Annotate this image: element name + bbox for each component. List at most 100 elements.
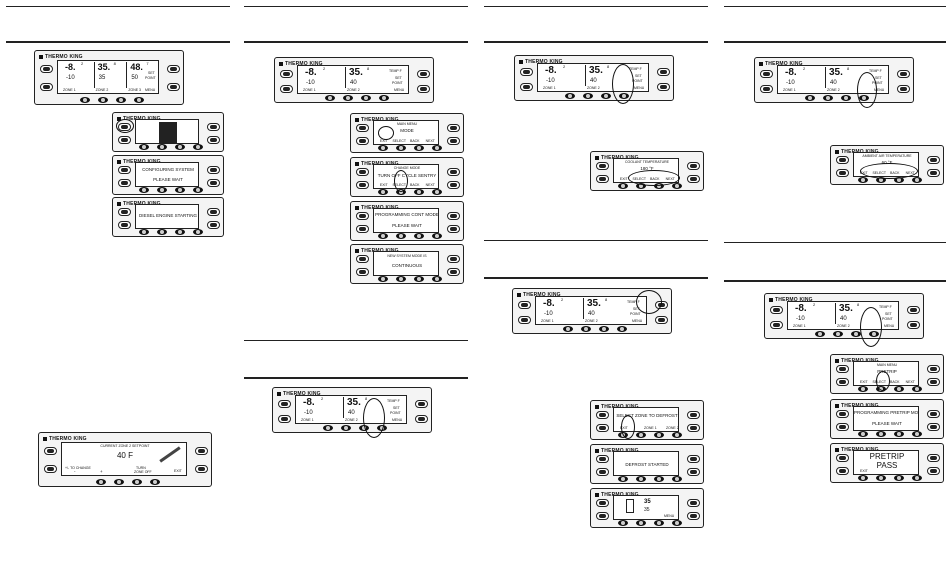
soft-key-2[interactable] [833,331,843,337]
soft-key-1[interactable] [618,520,628,526]
soft-key-1[interactable] [858,386,868,392]
soft-key-4[interactable] [912,475,922,481]
soft-key-1[interactable] [378,189,388,195]
soft-key-2[interactable] [396,145,406,151]
ignition-icon[interactable] [356,225,369,233]
ignition-icon[interactable] [280,85,293,93]
soft-key-3[interactable] [132,479,142,485]
cycle-sentry-icon[interactable] [897,85,910,93]
soft-key-4[interactable] [912,431,922,437]
soft-key-4[interactable] [617,326,627,332]
soft-key-3[interactable] [175,144,185,150]
defrost-icon[interactable] [447,212,460,220]
cycle-sentry-icon[interactable] [687,175,700,183]
soft-key-1[interactable] [139,144,149,150]
soft-key-2[interactable] [636,432,646,438]
on-off-icon[interactable] [836,454,849,462]
ignition-icon[interactable] [118,221,131,229]
ignition-icon[interactable] [836,467,849,475]
on-off-icon[interactable] [280,70,293,78]
on-off-icon[interactable] [596,411,609,419]
soft-key-1[interactable] [139,229,149,235]
on-off-icon[interactable] [356,255,369,263]
soft-key-1[interactable] [618,183,628,189]
soft-key-2[interactable] [583,93,593,99]
on-off-icon[interactable] [760,70,773,78]
soft-key-3[interactable] [414,189,424,195]
cycle-sentry-icon[interactable] [167,83,180,91]
defrost-icon[interactable] [927,410,940,418]
soft-key-2[interactable] [636,520,646,526]
defrost-icon[interactable] [207,208,220,216]
soft-key-2[interactable] [396,233,406,239]
cycle-sentry-icon[interactable] [657,83,670,91]
cycle-sentry-icon[interactable] [447,181,460,189]
soft-key-3[interactable] [894,475,904,481]
cycle-sentry-icon[interactable] [447,137,460,145]
soft-key-4[interactable] [432,233,442,239]
soft-key-4[interactable] [193,187,203,193]
on-off-icon[interactable] [520,68,533,76]
soft-key-1[interactable] [378,233,388,239]
cycle-sentry-icon[interactable] [907,321,920,329]
soft-key-2[interactable] [636,476,646,482]
defrost-icon[interactable] [687,455,700,463]
on-off-icon[interactable] [836,365,849,373]
ignition-icon[interactable] [518,316,531,324]
cycle-sentry-icon[interactable] [417,85,430,93]
soft-key-3[interactable] [116,97,126,103]
soft-key-1[interactable] [858,431,868,437]
soft-key-2[interactable] [157,187,167,193]
ignition-icon[interactable] [596,424,609,432]
ignition-icon[interactable] [596,468,609,476]
on-off-icon[interactable] [40,65,53,73]
ignition-icon[interactable] [760,85,773,93]
on-off-icon[interactable] [596,162,609,170]
defrost-icon[interactable] [195,447,208,455]
defrost-icon[interactable] [447,124,460,132]
soft-key-1[interactable] [618,476,628,482]
cycle-sentry-icon[interactable] [687,424,700,432]
cycle-sentry-icon[interactable] [195,465,208,473]
soft-key-1[interactable] [858,177,868,183]
soft-key-4[interactable] [432,189,442,195]
soft-key-2[interactable] [876,177,886,183]
soft-key-3[interactable] [414,145,424,151]
on-off-icon[interactable] [118,208,131,216]
defrost-icon[interactable] [207,123,220,131]
soft-key-3[interactable] [894,431,904,437]
soft-key-3[interactable] [894,177,904,183]
soft-key-4[interactable] [432,276,442,282]
soft-key-3[interactable] [654,476,664,482]
soft-key-4[interactable] [193,229,203,235]
ignition-icon[interactable] [836,169,849,177]
soft-key-3[interactable] [894,386,904,392]
soft-key-1[interactable] [565,93,575,99]
cycle-sentry-icon[interactable] [207,136,220,144]
soft-key-2[interactable] [876,475,886,481]
ignition-icon[interactable] [356,268,369,276]
ignition-icon[interactable] [118,179,131,187]
on-off-icon[interactable] [118,166,131,174]
soft-key-3[interactable] [414,276,424,282]
ignition-icon[interactable] [836,423,849,431]
defrost-icon[interactable] [927,454,940,462]
soft-key-2[interactable] [157,144,167,150]
soft-key-4[interactable] [150,479,160,485]
defrost-icon[interactable] [927,156,940,164]
cycle-sentry-icon[interactable] [415,415,428,423]
soft-key-1[interactable] [378,276,388,282]
soft-key-2[interactable] [396,189,406,195]
defrost-icon[interactable] [687,411,700,419]
ignition-icon[interactable] [44,465,57,473]
soft-key-2[interactable] [636,183,646,189]
soft-key-2[interactable] [157,229,167,235]
ignition-icon[interactable] [596,175,609,183]
soft-key-3[interactable] [841,95,851,101]
ignition-icon[interactable] [520,83,533,91]
on-off-icon[interactable] [518,301,531,309]
defrost-icon[interactable] [167,65,180,73]
soft-key-1[interactable] [815,331,825,337]
soft-key-3[interactable] [654,183,664,189]
soft-key-3[interactable] [654,520,664,526]
